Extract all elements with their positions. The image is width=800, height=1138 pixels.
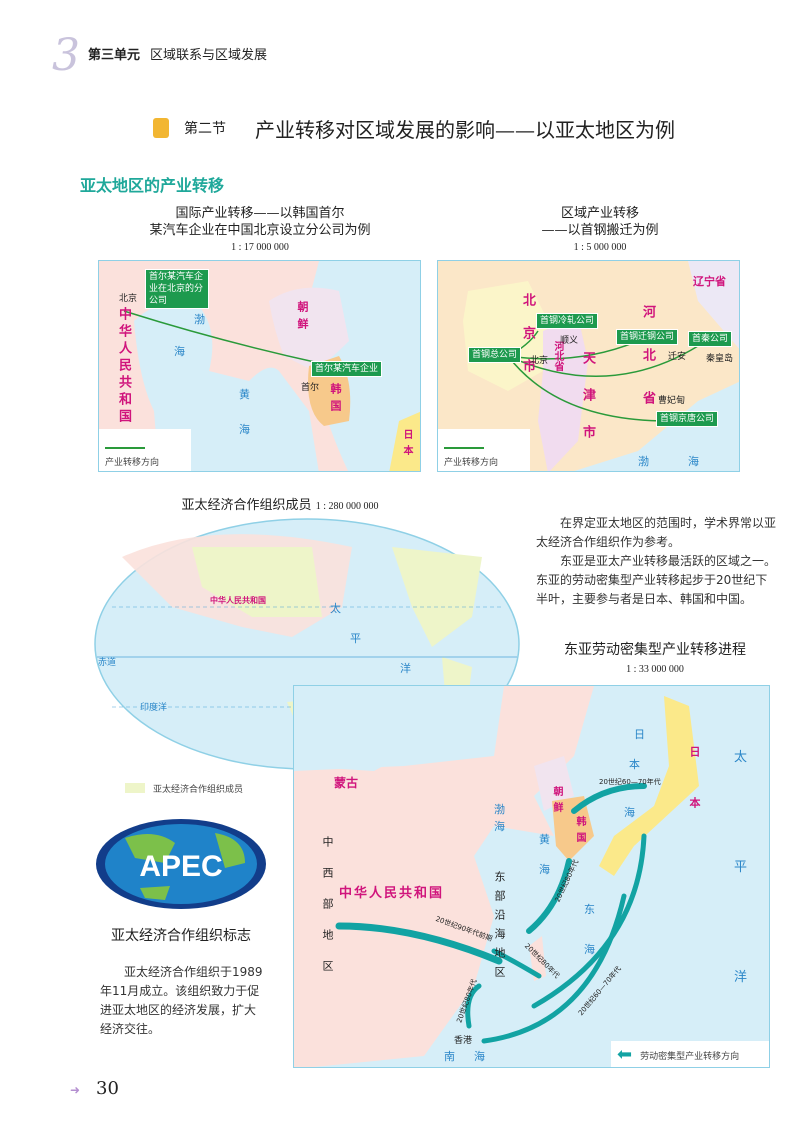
- map4-east-asia: 蒙古 中西部地区 中华人民共和国 东部沿海地区 朝鲜 韩国 日本 渤 海 黄 海…: [293, 685, 770, 1068]
- page-arrow-icon: ➜: [70, 1083, 81, 1097]
- label-china: 中华人民共和国: [339, 886, 445, 901]
- map1-title-line2: 某汽车企业在中国北京设立分公司为例: [149, 223, 371, 238]
- map3-scale: 1 : 280 000 000: [315, 501, 379, 512]
- map2-title-line2: ——以首钢搬迁为例: [541, 223, 659, 238]
- map4-title: 东亚劳动密集型产业转移进程: [564, 642, 746, 658]
- label-south-sea-1: 南: [444, 1050, 455, 1063]
- box-seoul-company: 首尔某汽车企业: [311, 361, 383, 377]
- legend-arrow-icon: ⬅: [617, 1044, 633, 1065]
- map1-scale: 1 : 17 000 000: [231, 242, 289, 253]
- label-yellow-1: 黄: [539, 833, 550, 846]
- map1-korea-beijing: 北京 中华人民共和国 渤 海 黄 海 朝鲜 韩国 首尔 日本 首尔某汽车企业在北…: [98, 260, 421, 472]
- label-bohai-1: 渤: [494, 803, 505, 816]
- label-sea-japan-2: 本: [629, 758, 640, 771]
- unit-title: 区域联系与区域发展: [150, 48, 268, 63]
- label-bohai-2: 海: [688, 455, 699, 468]
- label-sea-japan-3: 海: [624, 806, 635, 819]
- label-liaoning: 辽宁省: [693, 275, 726, 288]
- label-central-west: 中西部地区: [321, 836, 334, 991]
- map1-title-line1: 国际产业转移——以韩国首尔: [175, 206, 345, 221]
- map1-legend: 产业转移方向: [99, 429, 191, 471]
- label-beijing: 北京: [119, 294, 138, 304]
- label-sea-japan-1: 日: [634, 728, 645, 741]
- map2-title: 区域产业转移 ——以首钢搬迁为例: [440, 205, 760, 239]
- label-hongkong: 香港: [454, 1036, 473, 1046]
- legend-label: 劳动密集型产业转移方向: [640, 1051, 740, 1062]
- map3-title: 亚太经济合作组织成员 1 : 280 000 000: [130, 497, 430, 515]
- section-number: 第二节: [184, 121, 226, 137]
- box-headquarters: 首钢总公司: [468, 347, 522, 363]
- label-mongolia: 蒙古: [334, 776, 359, 790]
- label-china: 中华人民共和国: [210, 596, 266, 605]
- label-korea: 韩国: [574, 816, 585, 848]
- box-shouqin: 首秦公司: [688, 331, 733, 347]
- label-pacific-3: 洋: [734, 970, 748, 985]
- label-shunyi: 顺义: [560, 336, 579, 346]
- label-bohai-2: 海: [494, 820, 505, 833]
- label-pacific-3: 洋: [400, 662, 411, 675]
- box-lengzha: 首钢冷轧公司: [536, 313, 599, 329]
- label-bohai-1: 渤: [194, 313, 205, 326]
- label-beijing: 北京: [530, 356, 549, 366]
- box-qiangang: 首钢迁钢公司: [616, 329, 679, 345]
- label-east-sea-1: 东: [584, 903, 595, 916]
- label-japan: 日本: [688, 746, 701, 848]
- label-yellow-2: 海: [239, 423, 250, 436]
- label-caofeidian: 曹妃甸: [658, 396, 686, 406]
- section-title: 产业转移对区域发展的影响——以亚太地区为例: [255, 118, 675, 142]
- label-korea: 韩国: [329, 383, 342, 417]
- map3-legend-label: 亚太经济合作组织成员: [153, 785, 244, 795]
- legend-label: 产业转移方向: [105, 458, 160, 468]
- label-pacific-1: 太: [330, 602, 341, 615]
- label-equator: 赤道: [98, 658, 117, 668]
- label-yellow-1: 黄: [239, 388, 250, 401]
- legend-label: 产业转移方向: [444, 458, 499, 468]
- label-bohai-2: 海: [174, 345, 185, 358]
- map2-title-line1: 区域产业转移: [560, 206, 639, 221]
- map4-scale: 1 : 33 000 000: [626, 664, 684, 675]
- label-east-coast: 东部沿海地区: [493, 871, 506, 985]
- label-tianjin: 天津市: [580, 351, 595, 462]
- box-jingtang: 首钢京唐公司: [656, 411, 719, 427]
- label-hebei: 河北省: [640, 305, 655, 434]
- label-beijing-city: 北京市: [520, 293, 535, 392]
- label-qinhuangdao: 秦皇岛: [706, 354, 734, 364]
- label-dprk: 朝鲜: [296, 301, 309, 335]
- label-seoul: 首尔: [301, 383, 320, 393]
- label-yellow-2: 海: [539, 863, 550, 876]
- label-pacific-1: 太: [734, 750, 748, 765]
- apec-logo: APEC: [96, 819, 266, 909]
- paragraph-apac-definition: 在界定亚太地区的范围时，学术界常以亚太经济合作组织作为参考。: [536, 516, 777, 549]
- label-bohai-1: 渤: [638, 455, 649, 468]
- unit-number: 3: [52, 30, 80, 81]
- map3-title-text: 亚太经济合作组织成员: [181, 498, 312, 513]
- intro-text: 在界定亚太地区的范围时，学术界常以亚太经济合作组织作为参考。 东亚是亚太产业转移…: [536, 514, 776, 609]
- arrow-label-japan-korea: 20世纪60—70年代: [599, 778, 661, 786]
- label-indian-ocean: 印度洋: [140, 703, 168, 713]
- map2-scale: 1 : 5 000 000: [573, 242, 627, 253]
- unit-label: 第三单元: [88, 48, 141, 63]
- map2-shougang: 北京市 河北省 天津市 河北省 辽宁省 顺义 北京 迁安 秦皇岛 曹妃甸 渤 海…: [437, 260, 740, 472]
- label-south-sea-2: 海: [474, 1050, 485, 1063]
- apec-text: 亚太经济合作组织于1989年11月成立。该组织致力于促进亚太地区的经济发展，扩大…: [100, 965, 263, 1036]
- label-hebei-small: 河北省: [552, 341, 563, 371]
- paragraph-east-asia: 东亚是亚太产业转移最活跃的区域之一。东亚的劳动密集型产业转移起步于20世纪下半叶…: [536, 554, 777, 606]
- box-beijing-branch: 首尔某汽车企业在北京的分公司: [145, 269, 209, 309]
- label-dprk: 朝鲜: [551, 786, 562, 818]
- label-east-sea-2: 海: [584, 943, 595, 956]
- label-japan: 日本: [401, 429, 412, 461]
- apec-logo-text: APEC: [139, 850, 222, 883]
- label-pacific-2: 平: [350, 632, 361, 645]
- section-icon: [153, 118, 169, 138]
- label-pacific-2: 平: [734, 860, 748, 875]
- map3-legend-swatch: [125, 783, 145, 793]
- map1-title: 国际产业转移——以韩国首尔 某汽车企业在中国北京设立分公司为例: [100, 205, 420, 239]
- topic-heading: 亚太地区的产业转移: [80, 176, 225, 195]
- label-china: 中华人民共和国: [116, 307, 131, 426]
- label-qianan: 迁安: [668, 352, 687, 362]
- map2-legend: 产业转移方向: [438, 429, 530, 471]
- map4-legend: ⬅ 劳动密集型产业转移方向: [611, 1041, 769, 1067]
- page-number: 30: [96, 1078, 119, 1099]
- apec-caption: 亚太经济合作组织标志: [111, 928, 251, 944]
